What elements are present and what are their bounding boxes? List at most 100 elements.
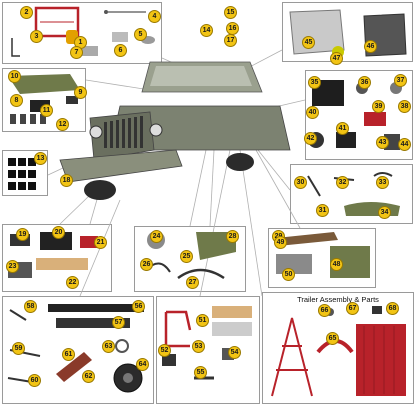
part-badge-30[interactable]: 30 xyxy=(294,176,307,189)
windshield-frame[interactable] xyxy=(34,6,80,38)
part-badge-57[interactable]: 57 xyxy=(112,316,125,329)
part-badge-24[interactable]: 24 xyxy=(150,230,163,243)
part-badge-68[interactable]: 68 xyxy=(386,302,399,315)
dash-switch[interactable] xyxy=(336,132,356,148)
part-badge-44[interactable]: 44 xyxy=(398,138,411,151)
trailer-frame[interactable] xyxy=(271,317,313,397)
part-badge-63[interactable]: 63 xyxy=(102,340,115,353)
part-badge-17[interactable]: 17 xyxy=(224,34,237,47)
part-badge-35[interactable]: 35 xyxy=(308,76,321,89)
jeep-vehicle xyxy=(59,61,291,200)
part-badge-16[interactable]: 16 xyxy=(226,22,239,35)
part-badge-48[interactable]: 48 xyxy=(330,258,343,271)
frame-rail[interactable] xyxy=(56,318,130,328)
seat-back[interactable] xyxy=(212,322,252,336)
part-badge-56[interactable]: 56 xyxy=(132,300,145,313)
hood-panel-part[interactable] xyxy=(8,74,80,94)
seal-ring[interactable] xyxy=(115,339,129,353)
part-badge-39[interactable]: 39 xyxy=(372,100,385,113)
part-badge-18[interactable]: 18 xyxy=(60,174,73,187)
shock-part[interactable] xyxy=(9,309,27,321)
jack-part[interactable] xyxy=(40,232,72,250)
part-badge-4[interactable]: 4 xyxy=(148,10,161,23)
fender-support[interactable] xyxy=(177,268,225,280)
part-badge-38[interactable]: 38 xyxy=(398,100,411,113)
wiper-arm[interactable] xyxy=(104,10,146,14)
part-badge-51[interactable]: 51 xyxy=(196,314,209,327)
part-badge-49[interactable]: 49 xyxy=(274,236,287,249)
part-badge-55[interactable]: 55 xyxy=(194,366,207,379)
part-badge-32[interactable]: 32 xyxy=(336,176,349,189)
part-badge-54[interactable]: 54 xyxy=(228,346,241,359)
part-badge-7[interactable]: 7 xyxy=(70,46,83,59)
part-badge-58[interactable]: 58 xyxy=(24,300,37,313)
part-badge-10[interactable]: 10 xyxy=(8,70,21,83)
pad-part[interactable] xyxy=(112,32,128,42)
part-badge-53[interactable]: 53 xyxy=(192,340,205,353)
part-badge-60[interactable]: 60 xyxy=(28,374,41,387)
part-badge-27[interactable]: 27 xyxy=(186,276,199,289)
part-badge-8[interactable]: 8 xyxy=(10,94,23,107)
trailer-title: Trailer Assembly & Parts xyxy=(297,295,379,304)
part-badge-5[interactable]: 5 xyxy=(134,28,147,41)
part-badge-21[interactable]: 21 xyxy=(94,236,107,249)
part-badge-45[interactable]: 45 xyxy=(302,36,315,49)
exhaust-bracket[interactable] xyxy=(56,352,92,382)
part-badge-6[interactable]: 6 xyxy=(114,44,127,57)
crossmember[interactable] xyxy=(48,304,144,312)
bolt-kit[interactable] xyxy=(8,158,36,190)
part-badge-2[interactable]: 2 xyxy=(20,6,33,19)
part-badge-50[interactable]: 50 xyxy=(282,268,295,281)
windshield-bracket[interactable] xyxy=(11,38,20,57)
part-badge-52[interactable]: 52 xyxy=(158,344,171,357)
handle-part[interactable] xyxy=(373,172,393,177)
part-badge-66[interactable]: 66 xyxy=(318,304,331,317)
part-badge-12[interactable]: 12 xyxy=(56,118,69,131)
part-badge-25[interactable]: 25 xyxy=(180,250,193,263)
wood-strip[interactable] xyxy=(36,258,88,270)
part-badge-65[interactable]: 65 xyxy=(326,332,339,345)
part-badge-11[interactable]: 11 xyxy=(40,104,53,117)
seat-frame-red[interactable] xyxy=(164,310,192,348)
part-badge-40[interactable]: 40 xyxy=(306,106,319,119)
hood-clips[interactable] xyxy=(10,114,46,124)
part-badge-67[interactable]: 67 xyxy=(346,302,359,315)
part-badge-13[interactable]: 13 xyxy=(34,152,47,165)
part-badge-36[interactable]: 36 xyxy=(358,76,371,89)
part-badge-64[interactable]: 64 xyxy=(136,358,149,371)
part-badge-26[interactable]: 26 xyxy=(140,258,153,271)
part-badge-61[interactable]: 61 xyxy=(62,348,75,361)
part-badge-43[interactable]: 43 xyxy=(376,136,389,149)
seat-bracket[interactable] xyxy=(162,354,176,366)
part-badge-34[interactable]: 34 xyxy=(378,206,391,219)
part-badge-62[interactable]: 62 xyxy=(82,370,95,383)
hood-catch[interactable] xyxy=(66,96,78,104)
part-badge-3[interactable]: 3 xyxy=(30,30,43,43)
seat-cushion[interactable] xyxy=(212,306,252,318)
rifle-rack[interactable] xyxy=(276,232,338,246)
part-badge-14[interactable]: 14 xyxy=(200,24,213,37)
part-badge-31[interactable]: 31 xyxy=(316,204,329,217)
part-badge-42[interactable]: 42 xyxy=(304,132,317,145)
tail-light[interactable] xyxy=(364,112,386,126)
part-badge-23[interactable]: 23 xyxy=(6,260,19,273)
part-badge-33[interactable]: 33 xyxy=(376,176,389,189)
trailer-chain[interactable] xyxy=(372,306,382,314)
part-badge-22[interactable]: 22 xyxy=(66,276,79,289)
part-badge-41[interactable]: 41 xyxy=(336,122,349,135)
trailer-tub[interactable] xyxy=(356,324,406,396)
side-trim[interactable] xyxy=(344,202,400,216)
part-badge-47[interactable]: 47 xyxy=(330,52,343,65)
part-badge-28[interactable]: 28 xyxy=(226,230,239,243)
part-badge-9[interactable]: 9 xyxy=(74,86,87,99)
part-badge-20[interactable]: 20 xyxy=(52,226,65,239)
part-badge-19[interactable]: 19 xyxy=(16,228,29,241)
part-badge-59[interactable]: 59 xyxy=(12,342,25,355)
dash-vent[interactable] xyxy=(384,134,400,150)
hinge-part[interactable] xyxy=(76,46,98,56)
part-badge-37[interactable]: 37 xyxy=(394,74,407,87)
part-badge-46[interactable]: 46 xyxy=(364,40,377,53)
part-badge-15[interactable]: 15 xyxy=(224,6,237,19)
